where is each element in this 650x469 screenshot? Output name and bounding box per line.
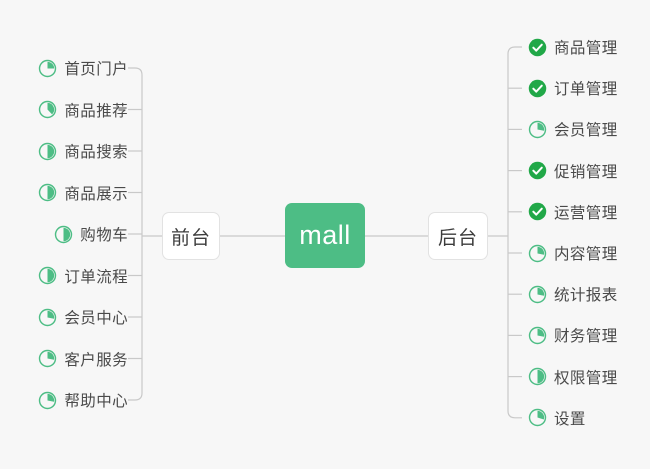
leaf-node-backend-6[interactable]: 统计报表 xyxy=(528,281,650,307)
pie-progress-icon xyxy=(39,349,57,368)
leaf-node-frontend-8[interactable]: 帮助中心 xyxy=(0,387,128,413)
pie-progress-icon xyxy=(39,183,57,202)
branch-node-backend[interactable]: 后台 xyxy=(428,212,488,260)
pie-progress-icon xyxy=(39,142,57,160)
leaf-node-frontend-2[interactable]: 商品搜索 xyxy=(0,138,128,164)
check-circle-icon xyxy=(528,38,547,56)
leaf-node-label: 购物车 xyxy=(80,227,128,244)
leaf-node-label: 促销管理 xyxy=(554,163,618,181)
leaf-node-label: 财务管理 xyxy=(554,328,618,346)
leaf-node-label: 客户服务 xyxy=(64,351,128,369)
leaf-node-label: 会员管理 xyxy=(554,122,618,140)
leaf-node-frontend-6[interactable]: 会员中心 xyxy=(0,304,128,330)
check-circle-icon xyxy=(528,79,547,97)
check-circle-icon xyxy=(528,161,547,180)
leaf-node-label: 订单管理 xyxy=(554,81,618,99)
leaf-node-frontend-5[interactable]: 订单流程 xyxy=(0,263,128,289)
center-node-mall[interactable]: mall xyxy=(285,203,365,268)
leaf-node-label: 设置 xyxy=(554,410,586,428)
leaf-node-label: 内容管理 xyxy=(554,246,618,263)
leaf-node-label: 运营管理 xyxy=(554,204,618,222)
pie-progress-icon xyxy=(528,409,547,427)
center-node-label: mall xyxy=(299,220,351,250)
branch-node-backend-label: 后台 xyxy=(437,227,478,249)
leaf-node-label: 订单流程 xyxy=(64,268,128,286)
leaf-node-label: 商品管理 xyxy=(554,40,618,57)
pie-progress-icon xyxy=(528,367,547,386)
leaf-node-label: 会员中心 xyxy=(64,310,128,327)
leaf-node-label: 商品展示 xyxy=(64,185,128,203)
pie-progress-icon xyxy=(39,308,57,326)
pie-progress-icon xyxy=(39,100,57,119)
leaf-node-label: 商品推荐 xyxy=(64,102,128,120)
leaf-node-label: 首页门户 xyxy=(64,61,128,78)
leaf-node-frontend-7[interactable]: 客户服务 xyxy=(0,346,128,372)
leaf-node-frontend-3[interactable]: 商品展示 xyxy=(0,180,128,206)
branch-spine-backend xyxy=(507,46,522,419)
pie-progress-icon xyxy=(528,285,547,303)
leaf-node-backend-5[interactable]: 内容管理 xyxy=(528,240,650,266)
leaf-node-frontend-4[interactable]: 购物车 xyxy=(0,221,128,247)
check-circle-icon xyxy=(528,203,547,221)
leaf-node-label: 权限管理 xyxy=(554,369,618,387)
pie-progress-icon xyxy=(39,59,57,77)
leaf-node-frontend-0[interactable]: 首页门户 xyxy=(0,55,128,81)
leaf-node-label: 统计报表 xyxy=(554,287,618,305)
leaf-node-backend-0[interactable]: 商品管理 xyxy=(528,34,650,60)
pie-progress-icon xyxy=(55,225,73,243)
pie-progress-icon xyxy=(528,244,547,262)
leaf-node-backend-4[interactable]: 运营管理 xyxy=(528,199,650,225)
leaf-node-label: 商品搜索 xyxy=(64,144,128,161)
leaf-node-backend-7[interactable]: 财务管理 xyxy=(528,322,650,348)
branch-node-frontend-label: 前台 xyxy=(170,227,211,249)
pie-progress-icon xyxy=(528,326,547,345)
pie-progress-icon xyxy=(528,120,547,139)
leaf-node-backend-9[interactable]: 设置 xyxy=(528,405,650,431)
leaf-node-frontend-1[interactable]: 商品推荐 xyxy=(0,97,128,123)
branch-node-frontend[interactable]: 前台 xyxy=(162,212,220,260)
pie-progress-icon xyxy=(39,391,57,409)
leaf-node-backend-1[interactable]: 订单管理 xyxy=(528,75,650,101)
leaf-node-backend-8[interactable]: 权限管理 xyxy=(528,364,650,390)
leaf-node-backend-3[interactable]: 促销管理 xyxy=(528,158,650,184)
leaf-node-backend-2[interactable]: 会员管理 xyxy=(528,116,650,142)
leaf-node-label: 帮助中心 xyxy=(64,393,128,410)
pie-progress-icon xyxy=(39,266,57,285)
